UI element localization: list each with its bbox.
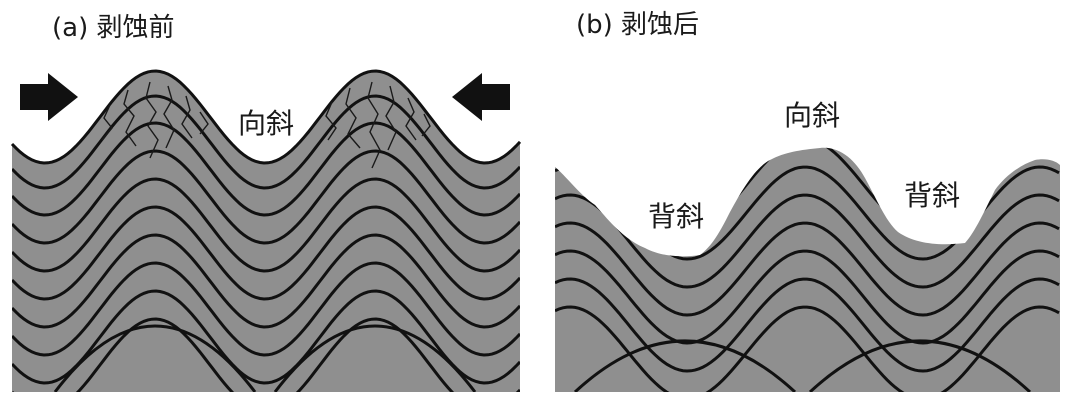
rock-layer-line bbox=[12, 205, 520, 301]
crack-line bbox=[421, 113, 431, 137]
crack-line bbox=[367, 81, 381, 169]
rock-layer-line bbox=[555, 305, 1060, 392]
crack-line bbox=[345, 87, 361, 149]
rock-layer-line bbox=[12, 317, 520, 392]
panel-before-erosion: (a) 剥蚀前 向斜 bbox=[10, 13, 522, 392]
arrow-right-icon bbox=[20, 73, 78, 121]
rock-layer-line bbox=[12, 177, 520, 273]
crack-line bbox=[123, 89, 137, 147]
crack-line bbox=[181, 95, 193, 139]
crest-cracks bbox=[101, 81, 431, 169]
arrow-left-icon bbox=[452, 73, 510, 121]
crack-line bbox=[101, 104, 113, 141]
rock-layers-before bbox=[12, 94, 520, 392]
syncline-label-before: 向斜 bbox=[238, 107, 294, 140]
rock-layer-line bbox=[12, 289, 520, 385]
rock-layer-line bbox=[12, 233, 520, 329]
rock-layer-line bbox=[555, 277, 1060, 373]
crack-line bbox=[405, 97, 417, 141]
crack-line bbox=[199, 111, 209, 135]
rock-layer-line bbox=[555, 193, 1060, 289]
folded-rock-after bbox=[555, 147, 1060, 392]
crack-line bbox=[385, 85, 397, 151]
rock-layer-core bbox=[808, 339, 1032, 392]
rock-layer-line bbox=[555, 249, 1060, 345]
anticline-label-right: 背斜 bbox=[904, 179, 960, 212]
rock-layer-core bbox=[53, 324, 257, 392]
rock-layer-line bbox=[12, 121, 520, 217]
rock-layer-line bbox=[12, 261, 520, 357]
folded-rock-before bbox=[12, 71, 520, 392]
surface-line-before bbox=[10, 69, 522, 165]
rock-layer-line bbox=[12, 94, 520, 190]
panel-title-before: (a) 剥蚀前 bbox=[52, 13, 175, 43]
anticline-label-left: 背斜 bbox=[648, 200, 704, 233]
panel-title-after: (b) 剥蚀后 bbox=[576, 10, 699, 40]
rock-layer-line bbox=[12, 149, 520, 245]
crack-line bbox=[325, 101, 337, 141]
rock-layer-core bbox=[573, 339, 797, 392]
panel-after-erosion: (b) 剥蚀后 背斜 向斜 背斜 bbox=[555, 10, 1060, 392]
rock-layer-line bbox=[555, 221, 1060, 317]
syncline-label-after: 向斜 bbox=[784, 99, 840, 132]
crack-line bbox=[163, 85, 175, 149]
crack-line bbox=[145, 81, 159, 159]
rock-layer-core bbox=[273, 324, 477, 392]
